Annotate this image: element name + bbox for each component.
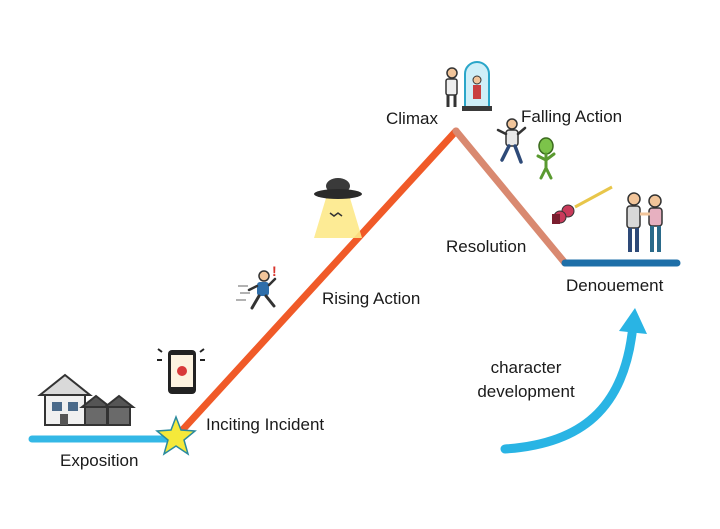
- stage-label-inciting-incident: Inciting Incident: [206, 415, 325, 434]
- ufo-icon: [314, 178, 362, 238]
- raygun-icon: [552, 185, 613, 224]
- person-and-capsule-icon: [445, 61, 492, 111]
- hugging-couple-icon: [626, 192, 663, 252]
- star-icon: [155, 414, 197, 456]
- fleeing-person-and-alien-icon: [496, 118, 556, 180]
- arrow-head-icon: [619, 308, 647, 334]
- svg-text:!: !: [272, 263, 277, 279]
- stage-label-resolution: Resolution: [446, 237, 527, 256]
- phone-alert-icon: [157, 348, 205, 394]
- houses-icon: [37, 373, 136, 426]
- stage-label-climax: Climax: [386, 109, 438, 128]
- running-person-icon: !: [236, 263, 277, 310]
- rising-action-line: [172, 127, 460, 441]
- stage-label-falling-action: Falling Action: [521, 107, 623, 126]
- stage-label-denouement: Denouement: [566, 276, 664, 295]
- stage-label-exposition: Exposition: [60, 451, 139, 470]
- character-development-arrow: [500, 320, 638, 454]
- arrow-caption: character development: [477, 358, 575, 401]
- falling-action-line: [452, 127, 569, 267]
- stage-label-rising-action: Rising Action: [322, 289, 421, 308]
